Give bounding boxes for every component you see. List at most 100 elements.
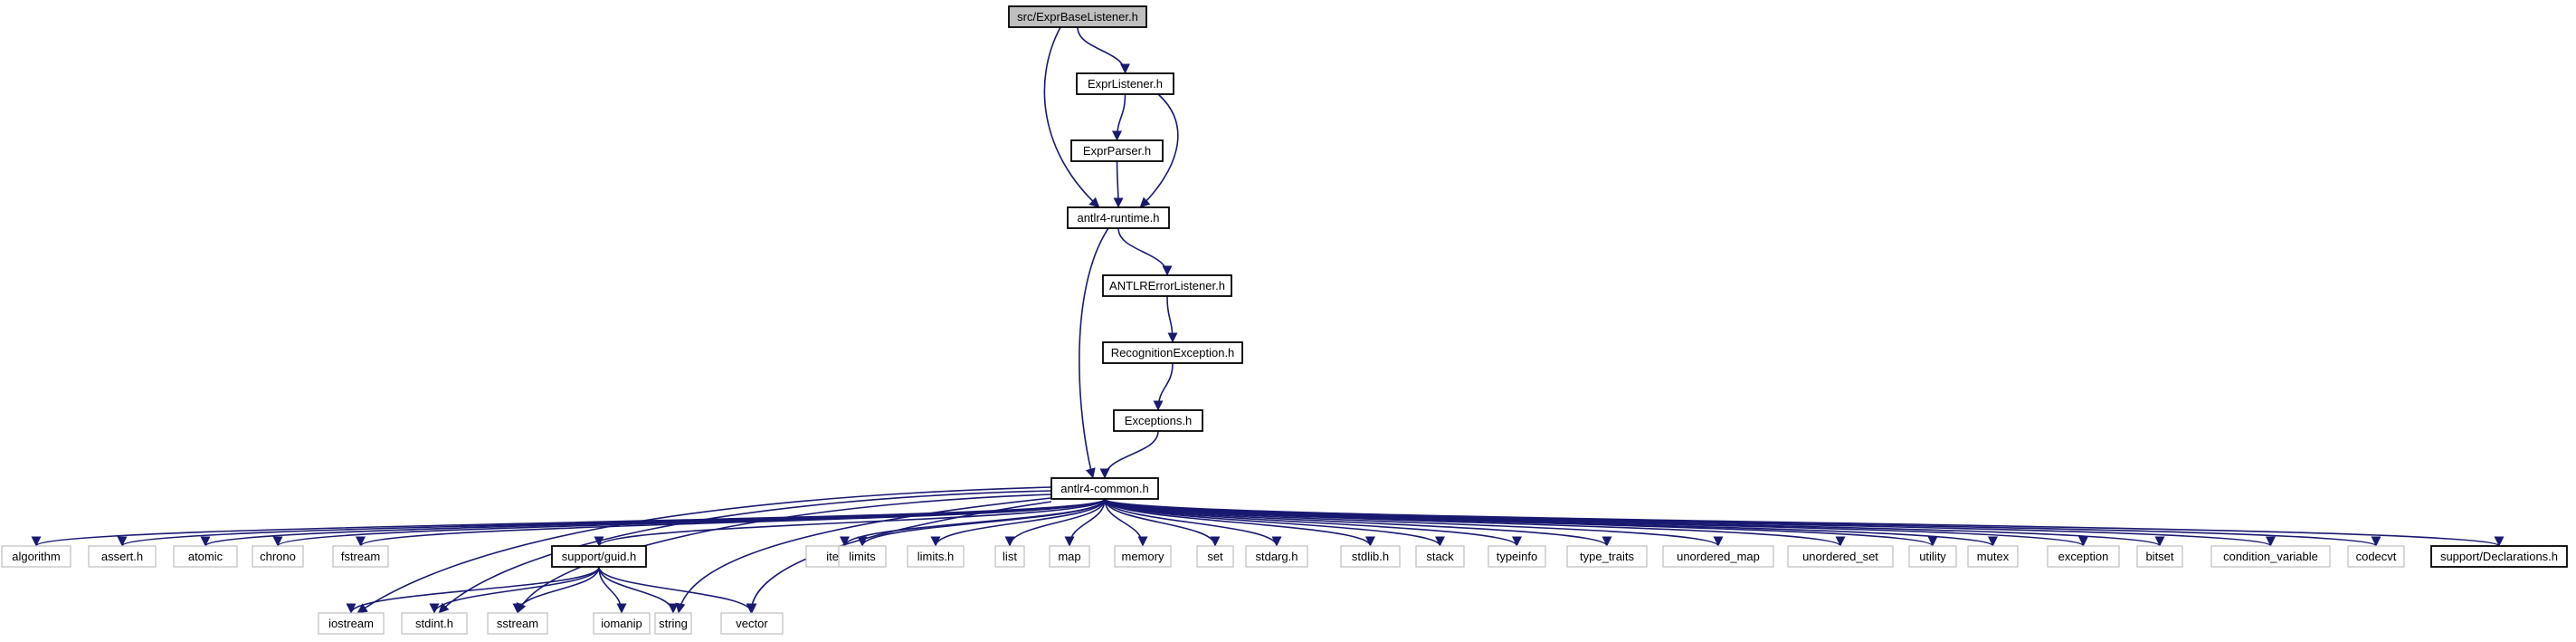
node-box	[318, 612, 385, 635]
node-exception: exception	[2047, 545, 2120, 568]
edge-n7-n13	[594, 498, 1106, 547]
node-box	[1102, 274, 1232, 297]
node-support-declarations-h[interactable]: support/Declarations.h	[2430, 545, 2568, 568]
node-box	[1566, 545, 1648, 568]
edge-n1-n3	[1139, 93, 1179, 208]
node-box	[88, 545, 157, 568]
node-box	[1113, 409, 1203, 432]
edge-n7-n39	[675, 497, 1052, 614]
node-label: ExprParser.h	[1083, 144, 1151, 158]
node-box	[1340, 545, 1401, 568]
node-box	[1114, 545, 1172, 568]
node-exceptions-h[interactable]: Exceptions.h	[1113, 409, 1203, 432]
node-box	[401, 612, 468, 635]
node-exprlistener-h[interactable]: ExprListener.h	[1076, 72, 1174, 95]
node-stack: stack	[1415, 545, 1465, 568]
node-exprparser-h[interactable]: ExprParser.h	[1070, 139, 1164, 162]
node-box	[2210, 545, 2331, 568]
node-condition-variable: condition_variable	[2210, 545, 2331, 568]
edge-n7-n30	[1104, 498, 2088, 547]
node-label: Exceptions.h	[1125, 414, 1192, 427]
node-box	[173, 545, 238, 568]
node-label: algorithm	[12, 550, 60, 563]
node-src-exprbaselistener-h[interactable]: src/ExprBaseListener.h	[1008, 5, 1147, 28]
node-iostream: iostream	[318, 612, 385, 635]
node-label: iomanip	[601, 617, 642, 630]
node-box	[720, 612, 784, 635]
node-support-guid-h[interactable]: support/guid.h	[551, 545, 647, 568]
node-label: assert.h	[101, 550, 143, 563]
node-mutex: mutex	[1967, 545, 2019, 568]
edge-n3-n7	[1079, 227, 1109, 479]
node-box	[1662, 545, 1774, 568]
edge-n7-n17	[1004, 498, 1106, 547]
node-antlr4-common-h[interactable]: antlr4-common.h	[1050, 477, 1159, 500]
node-label: ExprListener.h	[1088, 77, 1163, 91]
edge-n2-n3	[1113, 160, 1124, 208]
edge-n13-n38	[598, 566, 627, 614]
node-label: limits.h	[917, 550, 954, 563]
node-box	[1415, 545, 1465, 568]
edge-n7-n26	[1104, 498, 1724, 547]
node-recognitionexception-h[interactable]: RecognitionException.h	[1102, 341, 1243, 364]
node-box	[1076, 72, 1174, 95]
node-box	[994, 545, 1025, 568]
node-sstream: sstream	[487, 612, 548, 635]
node-set: set	[1196, 545, 1234, 568]
node-assert-h: assert.h	[88, 545, 157, 568]
node-stdint-h: stdint.h	[401, 612, 468, 635]
edge-n7-n16	[930, 498, 1106, 547]
edge-n7-n33	[1104, 498, 2381, 547]
edge-n7-n15	[857, 498, 1106, 547]
edge-n5-n6	[1153, 362, 1174, 411]
node-label: stdint.h	[415, 617, 453, 630]
node-limits: limits	[838, 545, 887, 568]
node-box	[1787, 545, 1894, 568]
node-antlr4-runtime-h[interactable]: antlr4-runtime.h	[1067, 206, 1170, 229]
node-label: atomic	[188, 550, 223, 563]
node-algorithm: algorithm	[1, 545, 71, 568]
edges-layer	[31, 26, 2504, 614]
node-memory: memory	[1114, 545, 1172, 568]
node-codecvt: codecvt	[2347, 545, 2405, 568]
node-box	[2136, 545, 2183, 568]
node-atomic: atomic	[173, 545, 238, 568]
node-label: iostream	[328, 617, 374, 630]
node-label: string	[659, 617, 688, 630]
node-box	[487, 612, 548, 635]
node-utility: utility	[1908, 545, 1957, 568]
node-map: map	[1049, 545, 1090, 568]
node-label: stdarg.h	[1256, 550, 1298, 563]
edge-n7-n9	[117, 498, 1106, 547]
node-unordered-map: unordered_map	[1662, 545, 1774, 568]
node-box	[1488, 545, 1546, 568]
node-box	[1070, 139, 1164, 162]
node-box	[1908, 545, 1957, 568]
node-string: string	[654, 612, 692, 635]
edge-n7-n35	[356, 486, 1052, 614]
edge-n13-n39	[598, 566, 679, 614]
edge-n7-n36	[438, 490, 1052, 614]
node-antlrerrorlistener-h[interactable]: ANTLRErrorListener.h	[1102, 274, 1232, 297]
node-label: typeinfo	[1497, 550, 1538, 563]
node-iomanip: iomanip	[593, 612, 651, 635]
edge-n7-n25	[1104, 498, 1612, 547]
node-box	[1, 545, 71, 568]
edge-n0-n3	[1043, 26, 1100, 208]
node-label: antlr4-common.h	[1060, 482, 1149, 495]
edge-n13-n40	[598, 566, 757, 614]
node-unordered-set: unordered_set	[1787, 545, 1894, 568]
node-typeinfo: typeinfo	[1488, 545, 1546, 568]
node-box	[654, 612, 692, 635]
node-label: support/guid.h	[562, 550, 636, 563]
node-label: stdlib.h	[1352, 550, 1389, 563]
node-label: codecvt	[2356, 550, 2397, 563]
node-box	[1067, 206, 1170, 229]
node-box	[2430, 545, 2568, 568]
node-label: condition_variable	[2223, 550, 2318, 563]
node-box	[1245, 545, 1308, 568]
node-limits-h: limits.h	[907, 545, 965, 568]
node-label: bitset	[2145, 550, 2173, 563]
node-label: antlr4-runtime.h	[1077, 211, 1159, 225]
